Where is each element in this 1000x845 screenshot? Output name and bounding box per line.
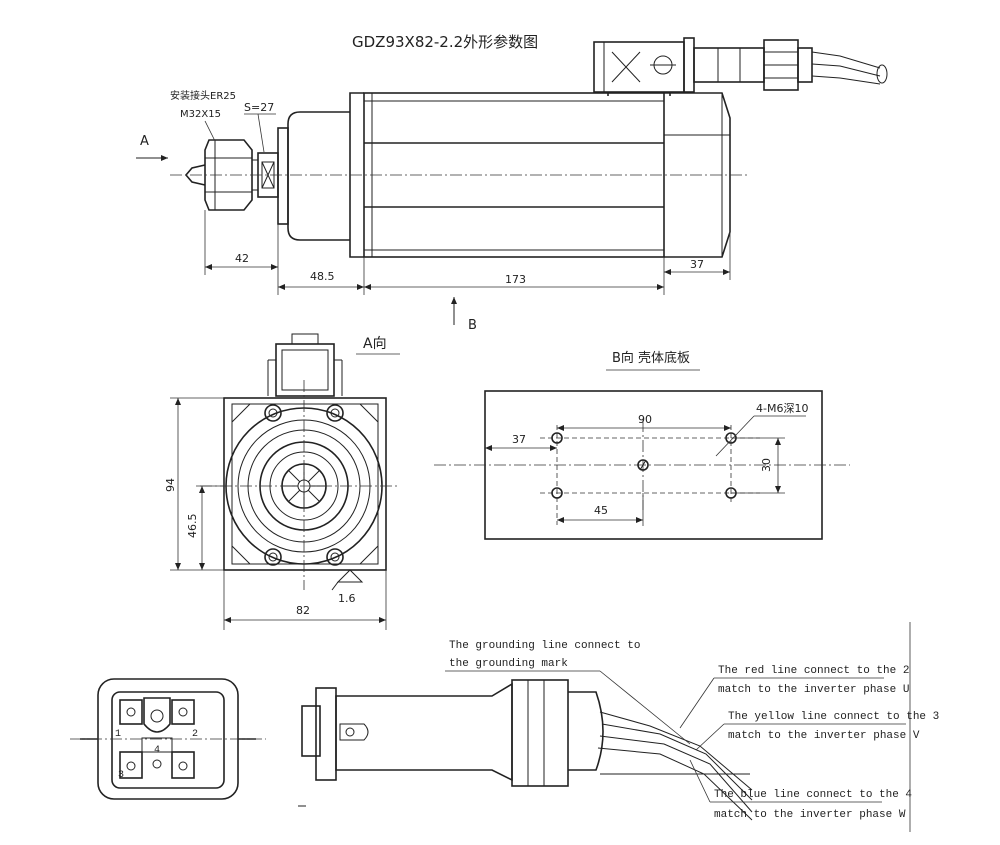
red-note-2: match to the inverter phase U xyxy=(718,684,909,696)
dim-37: 37 xyxy=(690,258,704,271)
dim-30: 30 xyxy=(760,458,773,472)
ground-note-2: the grounding mark xyxy=(449,658,568,670)
view-a-housing xyxy=(223,397,387,571)
cable-notes: The grounding line connect to the ground… xyxy=(445,640,939,821)
view-a: A向 xyxy=(164,333,400,630)
side-view: 安装接头ER25 M32X15 S=27 A 42 48.5 173 37 B xyxy=(136,37,888,333)
pin-2: 2 xyxy=(192,729,198,740)
terminal-box xyxy=(593,37,888,96)
wrench-size: S=27 xyxy=(244,101,274,114)
view-b: B向 壳体底板 90 37 30 45 4-M6深10 xyxy=(434,350,850,540)
view-b-marker: B xyxy=(468,318,477,333)
dim-94: 94 xyxy=(164,478,177,492)
center-hole xyxy=(637,459,649,471)
collet-note-2: M32X15 xyxy=(180,109,221,120)
pin-4: 4 xyxy=(154,745,160,756)
ground-note-1: The grounding line connect to xyxy=(449,640,640,652)
red-note-1: The red line connect to the 2 xyxy=(718,665,909,677)
motor-body xyxy=(363,92,665,258)
blue-note-1: The blue line connect to the 4 xyxy=(714,789,912,801)
view-a-label: A向 xyxy=(363,336,387,352)
dim-b-37: 37 xyxy=(512,433,526,446)
yellow-note-2: match to the inverter phase V xyxy=(728,730,920,742)
pin-3: 3 xyxy=(118,770,124,781)
dim-45: 45 xyxy=(594,504,608,517)
blue-note-2: match to the inverter phase W xyxy=(714,809,906,821)
dim-42: 42 xyxy=(235,252,249,265)
collet-nut xyxy=(204,139,253,211)
dim-46-5: 46.5 xyxy=(186,514,199,539)
yellow-note-1: The yellow line connect to the 3 xyxy=(728,711,939,723)
view-a-marker: A xyxy=(140,134,149,149)
dim-90: 90 xyxy=(638,413,652,426)
connector-side-view xyxy=(298,622,911,832)
view-b-label: B向 壳体底板 xyxy=(612,350,690,366)
drawing-title: GDZ93X82-2.2外形参数图 xyxy=(352,33,538,51)
dim-48-5: 48.5 xyxy=(310,270,335,283)
surface-finish: 1.6 xyxy=(338,592,356,605)
collet-note-1: 安装接头ER25 xyxy=(170,89,236,102)
dim-82: 82 xyxy=(296,604,310,617)
hole-callout: 4-M6深10 xyxy=(756,402,808,415)
pin-1: 1 xyxy=(115,729,121,740)
dim-173: 173 xyxy=(505,273,526,286)
connector-face: 1 2 3 4 xyxy=(70,678,266,800)
